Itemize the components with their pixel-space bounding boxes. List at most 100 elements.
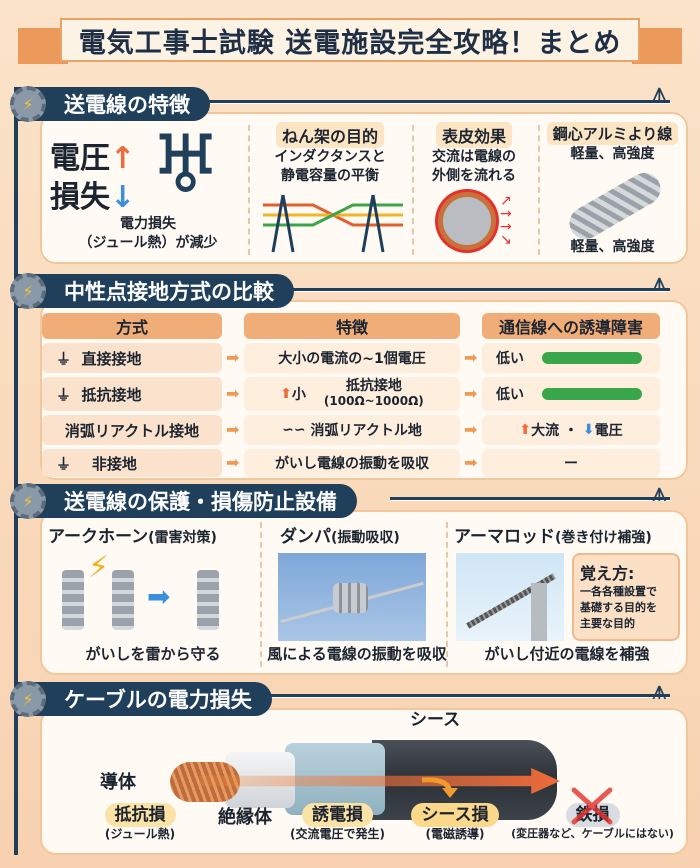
impact-b: 電圧 bbox=[594, 423, 623, 439]
power-line bbox=[270, 694, 670, 698]
nenka-text: 静電容量の平衡 bbox=[281, 168, 379, 184]
arrow-right-icon: ➡ bbox=[226, 453, 240, 472]
arc-horn-caption: がいしを雷から守る bbox=[85, 645, 221, 663]
arrow-right-icon: ➡ bbox=[464, 420, 478, 439]
loss-resistance: 抵抗損 bbox=[104, 803, 176, 827]
feature: 大小の電流の~1個電圧 bbox=[244, 343, 460, 373]
method: 直接接地 bbox=[81, 349, 142, 368]
arrow-up-icon: ⬆ bbox=[519, 422, 532, 438]
armor-rod-caption: がいし付近の電線を補強 bbox=[484, 645, 650, 663]
voltage-label: 電圧 bbox=[50, 141, 110, 176]
arc-horn-title: アークホーン bbox=[48, 527, 149, 547]
transposition-diagram bbox=[263, 194, 403, 253]
method: 抵抗接地 bbox=[81, 385, 142, 404]
section-heading: 送電線の特徴 bbox=[14, 87, 210, 121]
ground-icon: ⏚ bbox=[56, 454, 72, 473]
transmission-tower-icon: ♅ bbox=[150, 118, 222, 211]
loss-note: (変圧器など、ケーブルにはない) bbox=[511, 827, 674, 840]
arrow-right-icon: ➡ bbox=[464, 384, 478, 403]
insulator-label: 絶縁体 bbox=[218, 807, 272, 828]
feature-range: (100Ω~1000Ω) bbox=[323, 394, 424, 408]
divider bbox=[260, 522, 262, 667]
divider bbox=[412, 125, 414, 255]
power-line bbox=[200, 100, 670, 104]
tower-icon: ⩚ bbox=[652, 78, 667, 108]
section-heading: ケーブルの電力損失 bbox=[14, 682, 272, 716]
cable-icon bbox=[542, 388, 642, 400]
section-heading: 中性点接地方式の比較 bbox=[14, 274, 294, 308]
power-line bbox=[240, 288, 670, 292]
rail bbox=[14, 110, 18, 855]
lightning-icon: ⚡ bbox=[88, 550, 110, 585]
insulator-icon bbox=[62, 570, 84, 630]
memo-line: 一各各種設置で bbox=[580, 585, 657, 598]
arrow-up-icon: ↑ bbox=[110, 141, 136, 176]
damper-sub: (振動吸収) bbox=[331, 530, 400, 546]
insulator-icon bbox=[197, 570, 219, 630]
cable-icon bbox=[542, 352, 642, 364]
impact: 低い bbox=[496, 387, 524, 403]
arrow-right-icon: ➡ bbox=[226, 420, 240, 439]
pole-icon bbox=[531, 583, 547, 641]
damper-photo bbox=[278, 553, 426, 641]
table-header: 特徴 bbox=[244, 313, 460, 339]
tower-icon: ⩚ bbox=[652, 478, 667, 508]
arrow-down-icon: ↓ bbox=[110, 180, 136, 215]
feature-prefix: 小 bbox=[291, 387, 306, 403]
damper-title: ダンパ bbox=[280, 527, 331, 547]
damper-caption: 風による電線の振動を吸収 bbox=[267, 645, 447, 663]
impact-a: 大流 bbox=[531, 423, 560, 439]
table-header: 方式 bbox=[42, 313, 222, 339]
nenka-text: インダクタンスと bbox=[274, 149, 386, 165]
method: 非接地 bbox=[91, 454, 137, 473]
gear-bolt-icon: ⚡ bbox=[10, 86, 46, 122]
arc-horn-illustration: ⚡ ➡ bbox=[52, 550, 272, 640]
tower-icon: ⩚ bbox=[652, 268, 667, 298]
page-title: 電気工事士試験 送電施設完全攻略！まとめ bbox=[60, 18, 640, 62]
feature: 消弧リアクトル地 bbox=[310, 423, 422, 439]
loss-note: 電力損失 bbox=[120, 216, 176, 232]
loss-note: (ジュール熱) bbox=[104, 827, 176, 841]
memo-line: 主要な目的 bbox=[580, 617, 635, 630]
loss-label: 損失 bbox=[50, 180, 110, 215]
divider bbox=[446, 522, 448, 667]
conductor-label: 導体 bbox=[100, 772, 136, 793]
sheath-label: シース bbox=[410, 710, 461, 730]
nenka-title: ねん架の目的 bbox=[275, 122, 384, 148]
ground-icon: ⏚ bbox=[56, 385, 72, 404]
coil-icon: ∽∽ bbox=[282, 422, 311, 438]
arrow-down-icon: ⬇ bbox=[582, 422, 595, 438]
arrow-up-icon: ⬆ bbox=[280, 386, 292, 402]
memo-line: 基礎する目的を bbox=[580, 601, 657, 614]
acsr-title: 鋼心アルミより線 bbox=[546, 122, 679, 145]
ground-icon: ⏚ bbox=[56, 349, 72, 368]
table-header: 通信線への誘導障害 bbox=[482, 313, 660, 339]
section-heading: 送電線の保護・損傷防止設備 bbox=[14, 484, 357, 518]
ribbon-end-left bbox=[18, 28, 68, 64]
armor-rod-photo bbox=[456, 553, 564, 641]
gear-bolt-icon: ⚡ bbox=[10, 681, 46, 717]
feature: がいし電線の振動を吸収 bbox=[244, 449, 460, 477]
impact: 低い bbox=[496, 351, 524, 367]
gear-bolt-icon: ⚡ bbox=[10, 273, 46, 309]
divider bbox=[248, 125, 250, 255]
arrow-right-icon: ➡ bbox=[464, 348, 478, 367]
loss-note: （ジュール熱）が減少 bbox=[78, 235, 218, 251]
damper-icon bbox=[333, 583, 368, 613]
arrow-right-icon: ➡ bbox=[147, 580, 171, 613]
loss-note: (交流電圧で発生) bbox=[290, 827, 385, 841]
skin-title: 表皮効果 bbox=[435, 122, 512, 148]
conductor-cross-section bbox=[438, 192, 496, 250]
cross-icon bbox=[571, 787, 613, 825]
impact-sep: ・ bbox=[564, 423, 578, 439]
sheath-loss-arrow-icon bbox=[421, 777, 458, 798]
arrow-right-icon: ➡ bbox=[464, 453, 478, 472]
memo-box: 覚え方: 一各各種設置で 基礎する目的を 主要な目的 bbox=[572, 553, 680, 641]
arc-horn-sub: (雷害対策) bbox=[148, 530, 217, 546]
armor-rod-sub: (巻き付け補強) bbox=[554, 530, 652, 546]
arrow-right-icon: ➡ bbox=[226, 384, 240, 403]
power-line bbox=[390, 497, 670, 501]
arrow-right-icon: ➡ bbox=[226, 348, 240, 367]
insulator-icon bbox=[112, 570, 134, 630]
feature: 抵抗接地 bbox=[345, 378, 402, 394]
